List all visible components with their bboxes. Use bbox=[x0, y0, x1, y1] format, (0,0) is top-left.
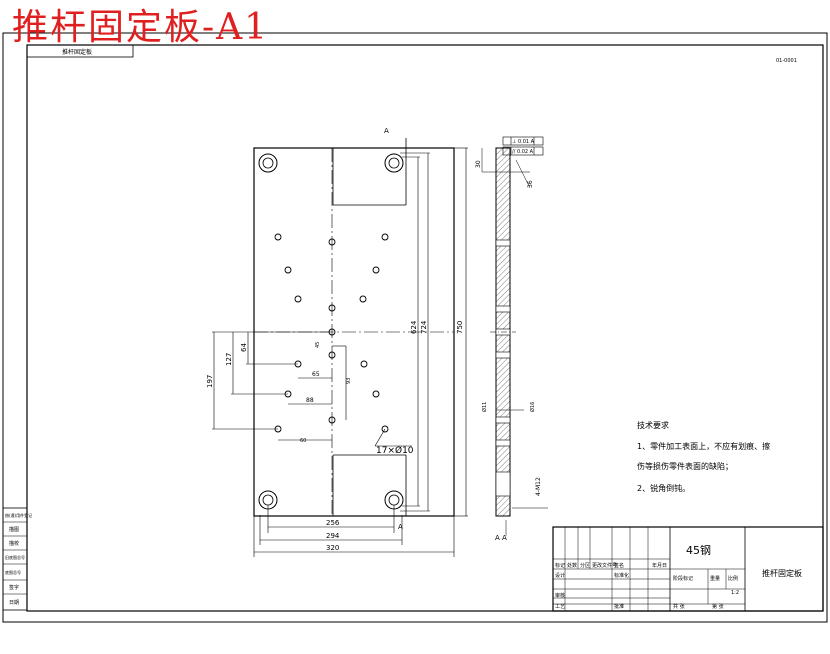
holes-callout: 17×Ø10 bbox=[376, 445, 414, 456]
side-section-label: A A bbox=[495, 534, 507, 542]
dim-256: 256 bbox=[326, 519, 340, 527]
section-label-top: A bbox=[384, 127, 389, 135]
dim-93: 93 bbox=[346, 378, 352, 384]
front-view bbox=[253, 138, 455, 517]
dim-320: 320 bbox=[326, 544, 339, 552]
strip-label-3: 旧底图总号 bbox=[5, 554, 25, 560]
side-view bbox=[481, 136, 548, 536]
code-box bbox=[26, 44, 134, 58]
tb-stage: 阶段标记 bbox=[673, 575, 693, 582]
dim-64: 64 bbox=[240, 343, 248, 352]
dim-624: 624 bbox=[410, 320, 418, 334]
tech-notes: 技术要求 1、零件加工表面上，不应有划痕、擦 伤等损伤零件表面的缺陷； 2、锐角… bbox=[637, 420, 770, 493]
notes-item-1: 1、零件加工表面上，不应有划痕、擦 bbox=[637, 441, 770, 451]
drawing-title: 推杆固定板-A1 bbox=[12, 7, 270, 48]
tb-standard: 标准化 bbox=[614, 572, 629, 579]
strip-label-0: 借(通)用件登记 bbox=[5, 512, 32, 518]
gdt-row-2: // 0.02 A bbox=[512, 149, 534, 155]
dim-127: 127 bbox=[225, 353, 233, 366]
inner-border bbox=[26, 44, 824, 612]
tb-zone: 分区 bbox=[580, 562, 590, 569]
outer-border bbox=[2, 32, 828, 623]
dim-750: 750 bbox=[456, 321, 464, 334]
tb-checker: 审核 bbox=[555, 592, 565, 599]
tb-process: 工艺 bbox=[555, 604, 565, 610]
strip-label-6: 日期 bbox=[9, 600, 19, 606]
strip-label-4: 底图总号 bbox=[5, 569, 21, 575]
title-block bbox=[552, 526, 824, 612]
front-dimensions bbox=[212, 147, 468, 557]
tb-date: 年月日 bbox=[652, 562, 667, 569]
notes-heading: 技术要求 bbox=[637, 420, 669, 430]
strip-label-2: 描校 bbox=[9, 540, 19, 547]
side-dia-1: Ø11 bbox=[481, 402, 488, 412]
notes-item-1b: 伤等损伤零件表面的缺陷； bbox=[637, 461, 733, 471]
dim-724: 724 bbox=[420, 320, 428, 334]
strip-label-1: 描图 bbox=[9, 526, 19, 533]
notes-item-2: 2、锐角倒钝。 bbox=[637, 483, 690, 493]
side-view-labels: ⊥ 0.01 A // 0.02 A 30 36 4-M12 Ø11 Ø16 A… bbox=[475, 139, 542, 542]
dim-197: 197 bbox=[206, 375, 214, 388]
strip-label-5: 签字 bbox=[9, 584, 19, 591]
code-box-text: 推杆固定板 bbox=[62, 48, 92, 56]
tb-part-name: 推杆固定板 bbox=[762, 568, 802, 578]
tb-material: 45钢 bbox=[686, 544, 711, 557]
corner-mark: 01-0001 bbox=[776, 58, 797, 64]
title-block-text: 45钢 推杆固定板 标记 处数 分区 更改文件号 签名 年月日 设计 标准化 阶… bbox=[555, 544, 802, 610]
gdt-row-1: ⊥ 0.01 A bbox=[512, 139, 535, 145]
tb-sheets: 共 张 bbox=[673, 603, 685, 610]
tb-scale: 比例 bbox=[728, 575, 738, 582]
tb-sheet-of: 第 张 bbox=[712, 603, 724, 610]
left-strip: 借(通)用件登记 描图 描校 旧底图总号 底图总号 签字 日期 bbox=[2, 507, 32, 611]
section-label-bottom: A bbox=[398, 523, 403, 531]
dim-88: 88 bbox=[306, 397, 314, 404]
tb-approve: 批准 bbox=[614, 603, 624, 610]
side-dia-2: Ø16 bbox=[529, 402, 536, 412]
tb-signature: 签名 bbox=[614, 562, 624, 569]
dim-65: 65 bbox=[312, 371, 320, 378]
tb-weight: 重量 bbox=[710, 575, 720, 582]
front-dim-labels: 256 294 320 624 724 750 197 127 64 65 88… bbox=[206, 127, 464, 552]
dim-45: 45 bbox=[315, 342, 321, 348]
tb-designer: 设计 bbox=[555, 572, 565, 579]
tb-count: 处数 bbox=[567, 562, 577, 569]
tb-change-doc: 更改文件号 bbox=[592, 562, 617, 569]
side-dim-30: 30 bbox=[475, 160, 482, 168]
side-dim-36: 36 bbox=[527, 180, 534, 188]
dim-294: 294 bbox=[326, 532, 340, 540]
tb-scale-value: 1:2 bbox=[731, 590, 739, 596]
dim-60: 60 bbox=[300, 438, 306, 444]
side-thread: 4-M12 bbox=[535, 477, 542, 496]
tb-mark: 标记 bbox=[555, 562, 565, 569]
